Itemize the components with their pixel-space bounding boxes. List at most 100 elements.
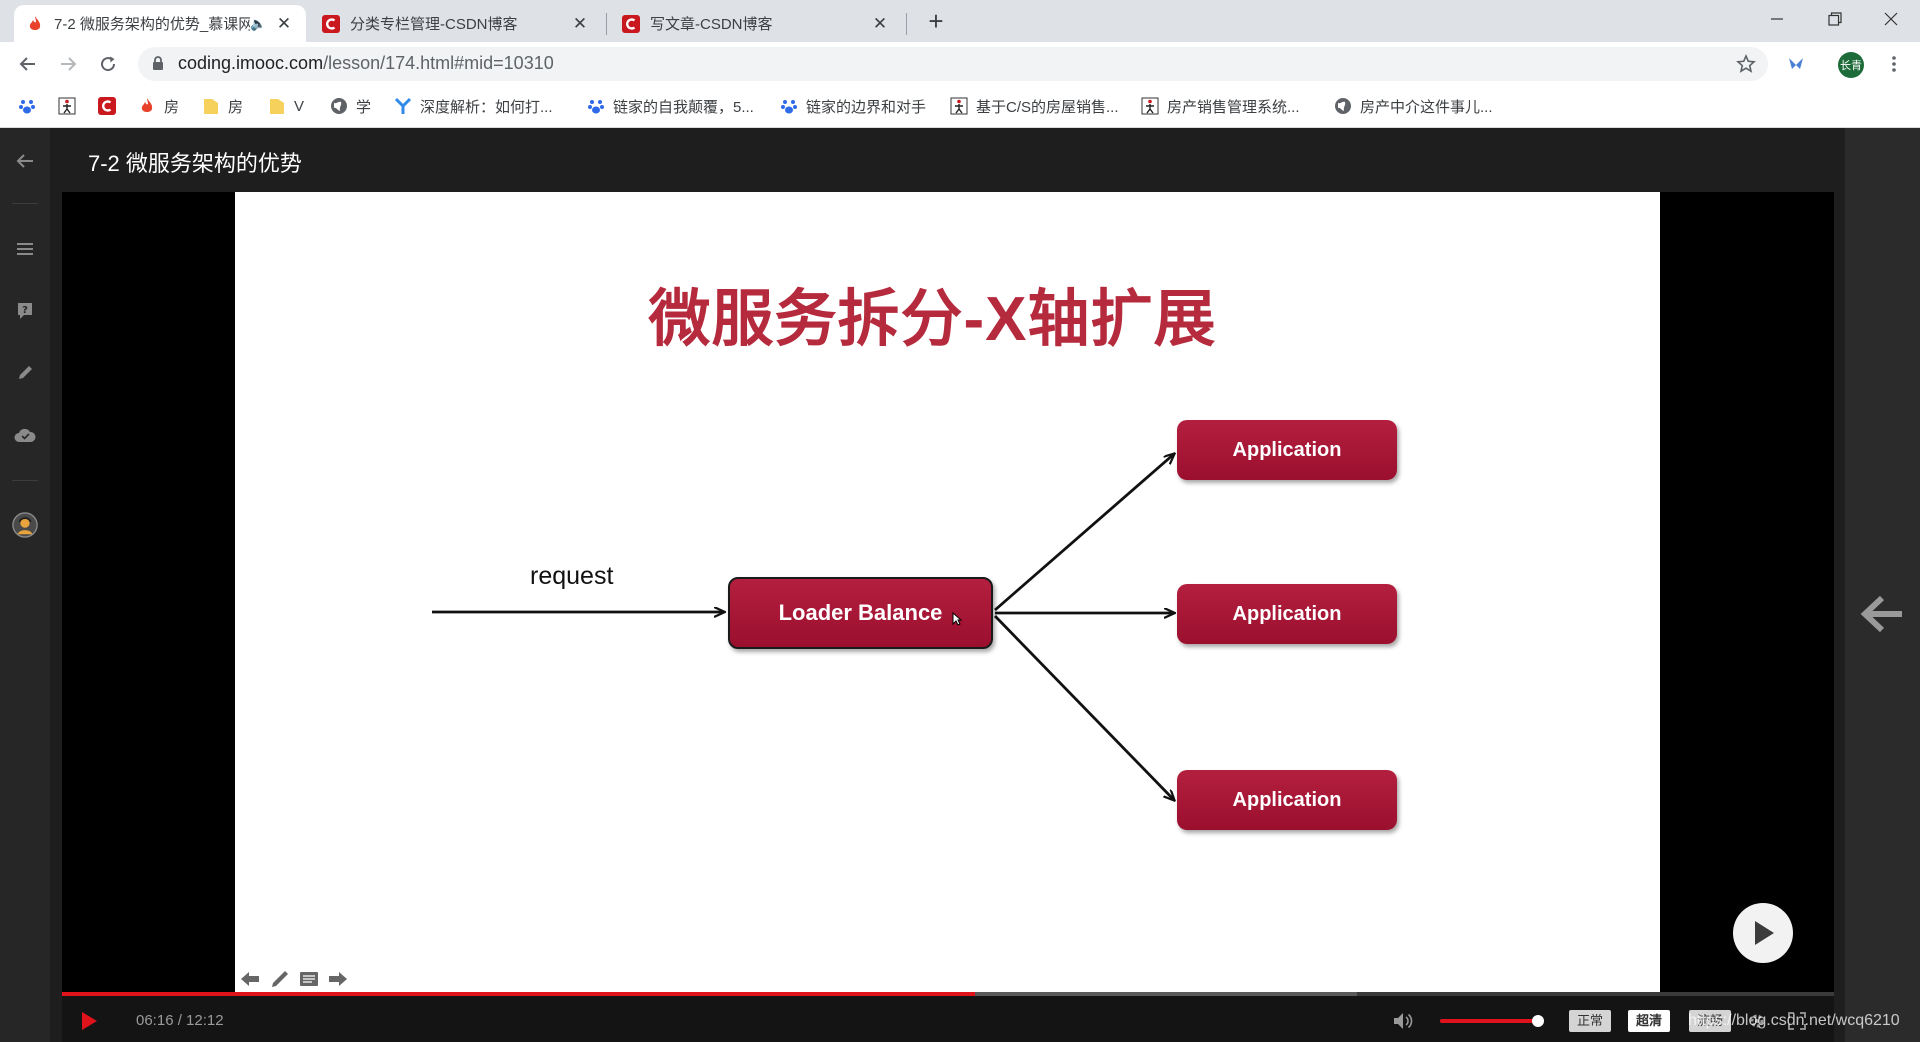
tab-csdn-category[interactable]: 分类专栏管理-CSDN博客 ✕ — [310, 5, 602, 42]
application-box: Application — [1177, 584, 1397, 644]
play-icon[interactable] — [78, 1010, 100, 1032]
playback-time: 06:16 / 12:12 — [136, 1012, 224, 1029]
csdn-icon — [622, 14, 640, 33]
tab-title: 7-2 微服务架构的优势_慕课网 — [54, 16, 250, 33]
close-window-icon[interactable] — [1862, 0, 1920, 38]
bookmark-item[interactable]: 房 — [138, 94, 179, 118]
tab-imooc[interactable]: 7-2 微服务架构的优势_慕课网 🔈 ✕ — [14, 5, 306, 42]
forward-button[interactable] — [54, 50, 82, 78]
new-tab-button[interactable]: + — [928, 6, 944, 36]
note-pencil-icon[interactable] — [12, 360, 38, 386]
tab-separator — [606, 13, 607, 35]
paw-icon — [780, 97, 798, 115]
slide-title: 微服务拆分-X轴扩展 — [648, 285, 1217, 354]
extension-icon[interactable] — [1782, 50, 1810, 78]
minimize-icon[interactable] — [1748, 0, 1806, 38]
close-tab-icon[interactable]: ✕ — [276, 13, 292, 33]
paw-icon — [587, 97, 605, 115]
tab-title: 分类专栏管理-CSDN博客 — [350, 16, 518, 33]
svg-text:?: ? — [22, 305, 28, 316]
chapter-list-icon[interactable] — [12, 236, 38, 262]
application-box: Application — [1177, 420, 1397, 480]
csdn-icon — [322, 14, 340, 33]
bookmark-item[interactable] — [58, 94, 84, 118]
next-slide-arrow-icon[interactable] — [326, 968, 350, 990]
volume-slider-handle[interactable] — [1532, 1015, 1544, 1027]
globe-icon — [1334, 97, 1352, 115]
quality-smooth-button[interactable]: 流畅 — [1689, 1010, 1732, 1032]
back-button[interactable] — [14, 50, 42, 78]
bookmark-item[interactable]: 链家的自我颠覆，5... — [587, 94, 754, 118]
quality-hd-button[interactable]: 超清 — [1628, 1010, 1671, 1032]
load-balancer-box: Loader Balance — [728, 577, 993, 649]
user-avatar[interactable] — [12, 512, 38, 538]
more-menu-icon[interactable] — [1880, 50, 1908, 78]
lesson-header — [50, 128, 1845, 192]
bookmark-label: 链家的自我颠覆，5... — [613, 98, 754, 116]
bookmark-label: 房产中介这件事儿... — [1360, 98, 1493, 116]
bookmark-item[interactable] — [98, 94, 124, 118]
address-bar[interactable] — [138, 47, 1768, 81]
sidebar-divider — [12, 203, 38, 204]
mouse-cursor-icon — [952, 612, 962, 626]
close-tab-icon[interactable]: ✕ — [572, 13, 588, 33]
stick-figure-icon — [950, 97, 968, 115]
watermark-text: https://blog.csdn.net/wcq6210 — [1688, 1012, 1900, 1029]
tab-strip — [0, 0, 1920, 42]
fullscreen-icon[interactable] — [1786, 1010, 1808, 1032]
bookmark-label: 基于C/S的房屋销售... — [976, 98, 1119, 116]
stick-figure-icon — [1141, 97, 1159, 115]
request-label: request — [530, 562, 614, 590]
tab-title: 写文章-CSDN博客 — [650, 16, 773, 33]
bookmark-item[interactable]: V — [268, 94, 304, 118]
csdn-icon — [98, 97, 116, 115]
speaker-icon[interactable]: 🔈 — [250, 15, 267, 31]
bookmark-label: 学 — [356, 98, 372, 116]
left-sidebar — [0, 128, 50, 1042]
application-box: Application — [1177, 770, 1397, 830]
bookmark-label: 房产销售管理系统... — [1167, 98, 1300, 116]
expand-panel-arrow-icon[interactable] — [1858, 590, 1906, 638]
bookmark-item[interactable]: 链家的边界和对手 — [780, 94, 926, 118]
tab-separator — [906, 13, 907, 35]
quality-normal-button[interactable]: 正常 — [1569, 1010, 1612, 1032]
folder-icon — [202, 97, 220, 115]
bookmark-item[interactable]: 学 — [330, 94, 371, 118]
slide-menu-icon[interactable] — [297, 968, 321, 990]
right-panel-toggle-area — [1845, 128, 1920, 1042]
bookmark-label: 房 — [164, 98, 180, 116]
pen-icon[interactable] — [268, 968, 292, 990]
big-play-button[interactable] — [1733, 903, 1793, 963]
bookmark-label: V — [294, 97, 305, 115]
prev-slide-arrow-icon[interactable] — [238, 968, 262, 990]
bookmark-item[interactable]: 基于C/S的房屋销售... — [950, 94, 1119, 118]
y-icon — [394, 97, 412, 115]
close-tab-icon[interactable]: ✕ — [872, 13, 888, 33]
bookmark-item[interactable] — [18, 94, 44, 118]
stick-figure-icon — [58, 97, 76, 115]
question-icon[interactable]: ? — [12, 298, 38, 324]
paw-icon — [18, 97, 36, 115]
progress-played[interactable] — [62, 992, 975, 996]
bookmark-label: 深度解析：如何打... — [420, 98, 553, 116]
flame-icon — [26, 15, 44, 33]
sidebar-divider — [12, 480, 38, 481]
bookmark-star-icon[interactable] — [1732, 50, 1760, 78]
profile-avatar[interactable]: 长青 — [1838, 52, 1864, 78]
lesson-title: 7-2 微服务架构的优势 — [88, 151, 302, 176]
cloud-download-icon[interactable] — [12, 422, 38, 448]
restore-icon[interactable] — [1806, 0, 1864, 38]
bookmark-item[interactable]: 房产销售管理系统... — [1141, 94, 1300, 118]
settings-gear-icon[interactable] — [1746, 1010, 1768, 1032]
volume-icon[interactable] — [1392, 1011, 1414, 1031]
bookmark-item[interactable]: 深度解析：如何打... — [394, 94, 553, 118]
url-host: coding.imooc.com — [178, 53, 324, 73]
bookmark-item[interactable]: 房产中介这件事儿... — [1334, 94, 1493, 118]
reload-button[interactable] — [94, 50, 122, 78]
back-arrow-icon[interactable] — [12, 148, 38, 174]
folder-icon — [268, 97, 286, 115]
bookmark-item[interactable]: 房 — [202, 94, 243, 118]
lock-icon[interactable] — [151, 55, 165, 71]
tab-csdn-write[interactable]: 写文章-CSDN博客 ✕ — [610, 5, 902, 42]
url-text[interactable]: coding.imooc.com/lesson/174.html#mid=103… — [178, 53, 554, 74]
